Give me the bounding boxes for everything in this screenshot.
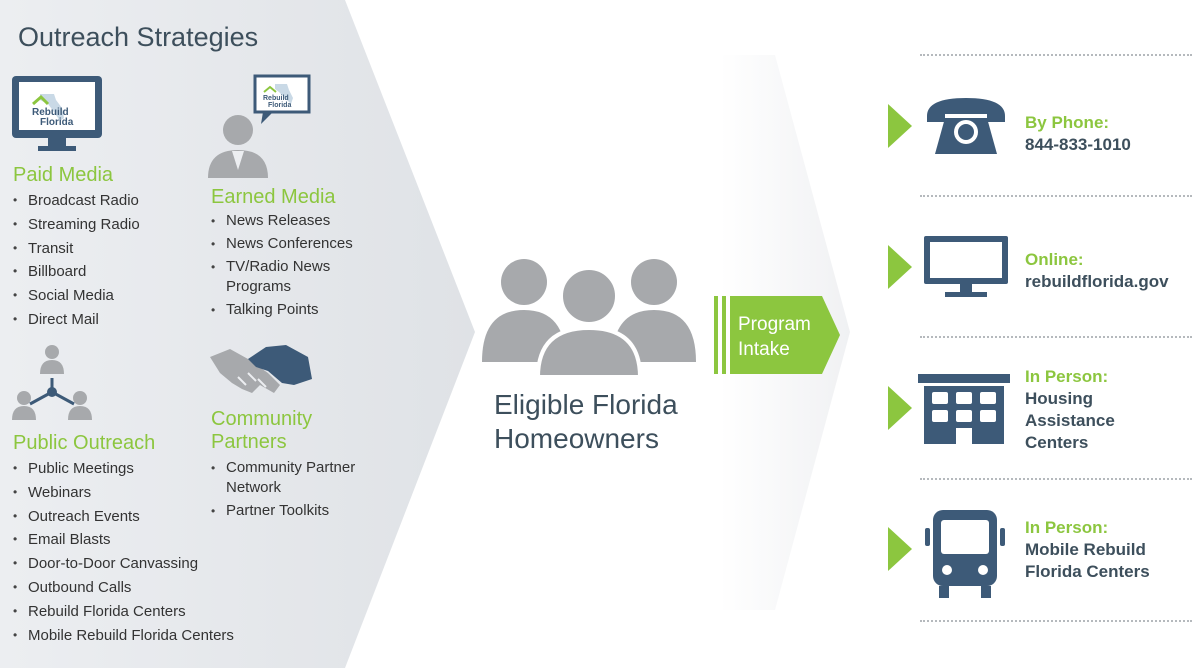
list-item: TV/Radio News Programs bbox=[211, 257, 371, 297]
earned-media-list: News Releases News Conferences TV/Radio … bbox=[211, 211, 371, 323]
list-item: Streaming Radio bbox=[13, 213, 193, 237]
divider bbox=[920, 54, 1192, 56]
paid-media-heading: Paid Media bbox=[13, 164, 114, 186]
channel-heading: In Person: bbox=[1025, 367, 1109, 386]
center-label-line: Homeowners bbox=[494, 423, 659, 454]
network-people-icon bbox=[12, 345, 92, 420]
list-item: Outbound Calls bbox=[13, 576, 273, 600]
list-item: Door-to-Door Canvassing bbox=[13, 552, 273, 576]
channel-line: Centers bbox=[1025, 433, 1089, 452]
channel-line: Housing bbox=[1025, 389, 1093, 408]
channel-heading: Online: bbox=[1025, 250, 1084, 269]
heading-line: Partners bbox=[211, 431, 287, 453]
channel-mobile-centers: In Person: Mobile Rebuild Florida Center… bbox=[1025, 517, 1150, 583]
list-item: Outreach Events bbox=[13, 505, 273, 529]
channel-heading: In Person: bbox=[1025, 518, 1109, 537]
phone-number: 844-833-1010 bbox=[1025, 135, 1131, 154]
channel-pointer-icon bbox=[888, 245, 912, 289]
list-item: Direct Mail bbox=[13, 308, 193, 332]
heading-line: Community bbox=[211, 408, 313, 430]
page-title: Outreach Strategies bbox=[18, 22, 259, 52]
channel-housing-centers: In Person: Housing Assistance Centers bbox=[1025, 366, 1115, 454]
list-item: Community Partner Network bbox=[211, 458, 381, 498]
center-label: Eligible Florida Homeowners bbox=[494, 388, 678, 456]
list-item: Email Blasts bbox=[13, 528, 273, 552]
channel-pointer-icon bbox=[888, 104, 912, 148]
public-outreach-heading: Public Outreach bbox=[13, 432, 156, 454]
intake-line: Intake bbox=[738, 339, 790, 360]
channel-line: Mobile Rebuild bbox=[1025, 540, 1146, 559]
channel-heading: By Phone: bbox=[1025, 113, 1110, 132]
logo-text-rebuild: Rebuild bbox=[32, 107, 69, 118]
building-icon bbox=[918, 374, 1010, 444]
channel-pointer-icon bbox=[888, 386, 912, 430]
monitor-logo-icon: Rebuild Florida bbox=[12, 76, 102, 151]
list-item: Transit bbox=[13, 237, 193, 261]
homeowners-group-icon bbox=[482, 259, 696, 377]
list-item: Social Media bbox=[13, 284, 193, 308]
program-intake-arrow bbox=[714, 296, 840, 374]
logo-text-florida: Florida bbox=[40, 117, 74, 128]
website-url: rebuildflorida.gov bbox=[1025, 272, 1169, 291]
community-partners-heading: Community Partners bbox=[211, 408, 312, 454]
bus-icon bbox=[925, 510, 1005, 598]
list-item: Webinars bbox=[13, 481, 273, 505]
list-item: Public Meetings bbox=[13, 457, 273, 481]
list-item: Broadcast Radio bbox=[13, 189, 193, 213]
channel-online: Online: rebuildflorida.gov bbox=[1025, 249, 1169, 293]
list-item: Mobile Rebuild Florida Centers bbox=[13, 624, 273, 648]
divider bbox=[920, 195, 1192, 197]
channel-pointer-icon bbox=[888, 527, 912, 571]
channel-line: Florida Centers bbox=[1025, 562, 1150, 581]
bubble-logo-florida: Florida bbox=[268, 102, 291, 109]
center-label-line: Eligible Florida bbox=[494, 389, 678, 420]
monitor-icon bbox=[924, 236, 1008, 297]
list-item: Partner Toolkits bbox=[211, 501, 381, 521]
list-item: News Releases bbox=[211, 211, 371, 231]
phone-icon bbox=[927, 98, 1005, 154]
channel-line: Assistance bbox=[1025, 411, 1115, 430]
list-item: Rebuild Florida Centers bbox=[13, 600, 273, 624]
earned-media-heading: Earned Media bbox=[211, 186, 336, 208]
list-item: Billboard bbox=[13, 260, 193, 284]
program-intake-label: Program Intake bbox=[738, 312, 811, 362]
divider bbox=[920, 336, 1192, 338]
bubble-logo-rebuild: Rebuild bbox=[263, 95, 289, 102]
intake-line: Program bbox=[738, 314, 811, 335]
divider bbox=[920, 620, 1192, 622]
public-outreach-list: Public Meetings Webinars Outreach Events… bbox=[13, 457, 273, 647]
community-partners-list: Community Partner Network Partner Toolki… bbox=[211, 458, 381, 524]
handshake-icon bbox=[210, 345, 312, 393]
divider bbox=[920, 478, 1192, 480]
channel-phone: By Phone: 844-833-1010 bbox=[1025, 112, 1131, 156]
paid-media-list: Broadcast Radio Streaming Radio Transit … bbox=[13, 189, 193, 332]
list-item: News Conferences bbox=[211, 234, 371, 254]
list-item: Talking Points bbox=[211, 300, 371, 320]
spokesperson-icon: Rebuild Florida bbox=[208, 74, 311, 178]
